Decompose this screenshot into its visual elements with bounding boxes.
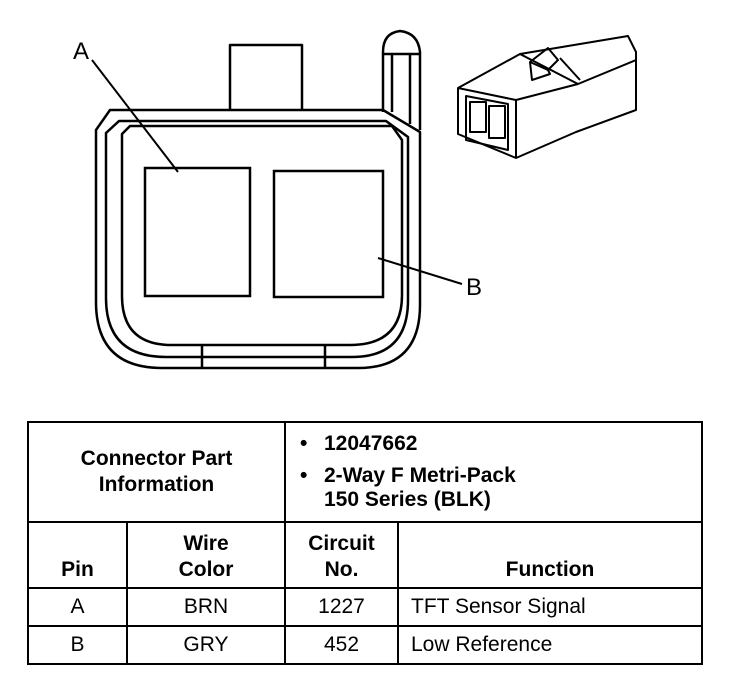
col-header-function: Function (397, 521, 703, 589)
function-cell: Low Reference (397, 625, 703, 665)
circuit-cell: 1227 (284, 587, 399, 627)
wire-color-cell: GRY (126, 625, 286, 665)
callout-a: A (73, 38, 90, 65)
pin-cell: B (27, 625, 128, 665)
pin-cavity-a (143, 166, 252, 298)
part-info-label-line1: Connector Part (80, 447, 233, 470)
leader-line-a (91, 59, 179, 173)
pin-cavity-b (272, 169, 385, 299)
connector-description: 2-Way F Metri-Pack 150 Series (BLK) (300, 464, 701, 512)
table-row: B GRY 452 Low Reference (27, 625, 703, 665)
part-info-label-line2: Information (98, 473, 215, 496)
function-cell: TFT Sensor Signal (397, 587, 703, 627)
pin-cell: A (27, 587, 128, 627)
part-number: 12047662 (300, 432, 701, 456)
connector-info-table: Connector Part Information 12047662 2-Wa… (27, 421, 703, 665)
leader-line-b (377, 257, 463, 285)
part-info-label: Connector Part Information (27, 421, 286, 523)
col-header-pin: Pin (27, 521, 128, 589)
part-info-row: Connector Part Information 12047662 2-Wa… (27, 421, 703, 523)
wire-color-cell: BRN (126, 587, 286, 627)
part-info-values: 12047662 2-Way F Metri-Pack 150 Series (… (284, 421, 703, 523)
connector-face-outline (94, 29, 422, 370)
connector-3d-view (457, 35, 637, 159)
connector-diagram (91, 29, 637, 370)
callout-b: B (466, 274, 483, 301)
circuit-cell: 452 (284, 625, 399, 665)
table-row: A BRN 1227 TFT Sensor Signal (27, 587, 703, 627)
